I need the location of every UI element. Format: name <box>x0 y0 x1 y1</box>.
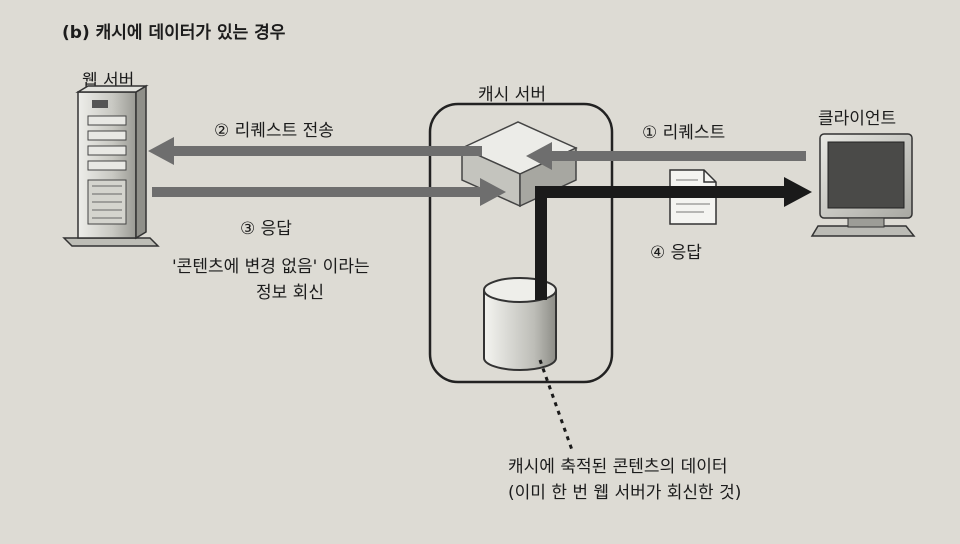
cache-data-note-line2: (이미 한 번 웹 서버가 회신한 것) <box>508 483 742 503</box>
origin-response-arrow <box>152 178 506 206</box>
request-arrow <box>526 142 806 170</box>
no-change-note: '콘텐츠에 변경 없음' 이라는 정보 회신 <box>172 254 370 306</box>
client-label: 클라이언트 <box>818 109 897 129</box>
step4-label: ④ 응답 <box>650 243 702 263</box>
forward-request-arrow <box>148 137 482 165</box>
note-leader-line <box>538 359 574 451</box>
no-change-note-line1: '콘텐츠에 변경 없음' 이라는 <box>172 257 370 277</box>
cache-hub-icon <box>460 121 578 208</box>
step3-label: ③ 응답 <box>240 219 292 239</box>
no-change-note-line2: 정보 회신 <box>256 283 324 303</box>
cache-server-box <box>428 102 614 384</box>
figure-title: (b) 캐시에 데이터가 있는 경우 <box>62 23 286 43</box>
cache-data-note: 캐시에 축적된 콘텐츠의 데이터 (이미 한 번 웹 서버가 회신한 것) <box>508 454 741 506</box>
step1-label: ① 리퀘스트 <box>642 123 726 143</box>
web-server-icon <box>62 84 160 247</box>
client-monitor-icon <box>810 133 916 237</box>
cache-data-note-line1: 캐시에 축적된 콘텐츠의 데이터 <box>508 457 728 477</box>
cache-server-label: 캐시 서버 <box>478 85 546 105</box>
step2-label: ② 리퀘스트 전송 <box>214 121 334 141</box>
cached-response-arrow <box>535 177 812 300</box>
